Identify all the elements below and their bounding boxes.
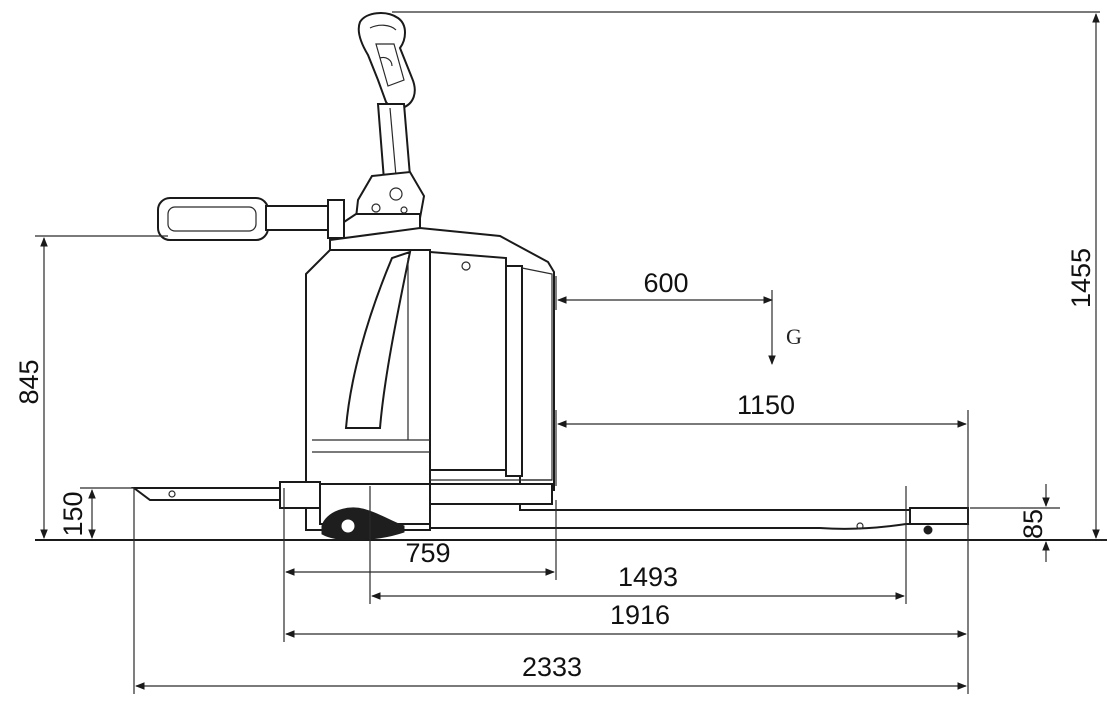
- dim-2333: 2333: [522, 652, 582, 682]
- dim-1493: 1493: [618, 562, 678, 592]
- platform: [131, 487, 281, 501]
- dim-759: 759: [405, 538, 450, 568]
- truck-chassis: [279, 226, 555, 541]
- dim-1455: 1455: [1066, 248, 1096, 308]
- dim-1916: 1916: [610, 600, 670, 630]
- tiller-lowered: [157, 197, 421, 241]
- fork: [429, 503, 970, 535]
- dim-1150: 1150: [737, 390, 795, 420]
- dim-845: 845: [14, 359, 44, 404]
- dim-85: 85: [1018, 509, 1048, 539]
- dim-600: 600: [643, 268, 688, 298]
- tiller-raised: [354, 12, 426, 219]
- dim-150: 150: [58, 491, 88, 536]
- gravity-label: G: [786, 324, 802, 349]
